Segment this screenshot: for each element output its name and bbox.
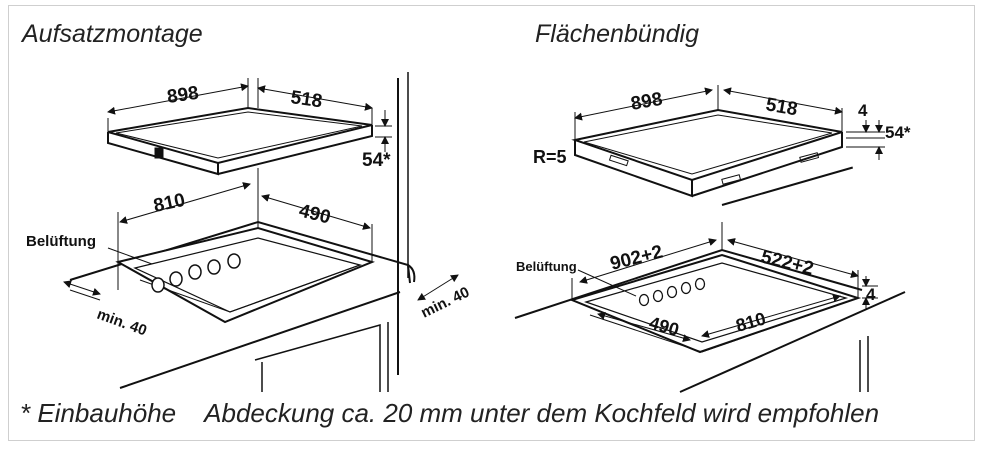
title-flush-mount: Flächenbündig	[535, 20, 700, 48]
label-radius-right: R=5	[533, 147, 567, 167]
label-cut-depth-left: 490	[297, 200, 333, 228]
label-edge-right: 4	[858, 101, 868, 120]
label-step-right: 4	[866, 285, 876, 304]
label-cut-width-right: 902+2	[608, 242, 665, 275]
left-diagram	[63, 72, 459, 392]
label-height-left: 54*	[362, 150, 391, 171]
label-top-width-left: 898	[166, 83, 200, 108]
vent-holes-left	[151, 253, 241, 293]
footnote-cover-recommendation: Abdeckung ca. 20 mm unter dem Kochfeld w…	[204, 398, 880, 428]
footer-note: * Einbauhöhe Abdeckung ca. 20 mm unter de…	[20, 398, 907, 429]
hob-left	[107, 106, 373, 176]
worktop-left	[69, 220, 416, 392]
label-min-side-left: min. 40	[418, 284, 472, 322]
footnote-installation-height: * Einbauhöhe	[20, 398, 177, 428]
worktop-right	[514, 166, 906, 393]
label-top-depth-right: 518	[764, 94, 799, 120]
label-vent-left: Belüftung	[26, 233, 96, 250]
label-top-depth-left: 518	[289, 87, 323, 112]
title-surface-mount: Aufsatzmontage	[22, 20, 203, 48]
diagram-frame	[8, 5, 975, 441]
label-height-right: 54*	[885, 123, 911, 142]
label-min-front-left: min. 40	[95, 306, 149, 340]
label-top-width-right: 898	[629, 89, 664, 115]
label-vent-right: Belüftung	[516, 259, 577, 274]
vent-holes-right	[638, 277, 706, 307]
label-cut-width-left: 810	[152, 190, 187, 217]
right-diagram	[514, 85, 906, 393]
